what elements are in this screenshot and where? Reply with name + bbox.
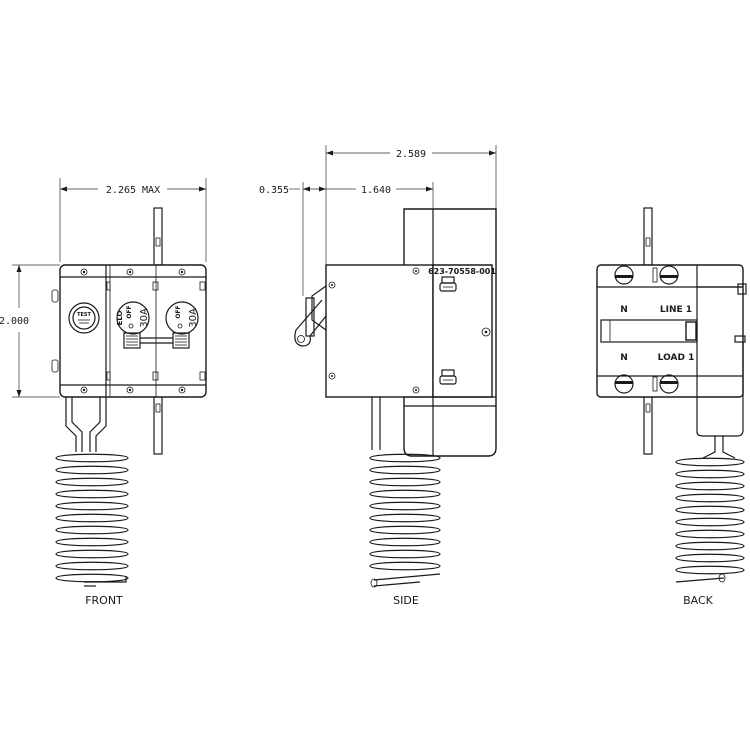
- side-body-label: 1.640: [361, 185, 391, 196]
- front-top-tab: [153, 207, 163, 266]
- switch-right-off-label: OFF: [175, 305, 182, 318]
- side-coiled-cord: [369, 453, 441, 588]
- back-line-label: LINE 1: [660, 305, 692, 315]
- back-view: N LINE 1 N LOAD 1 BACK: [596, 207, 747, 607]
- back-caption: BACK: [683, 594, 714, 607]
- back-terminal-screws-top: [614, 265, 679, 285]
- front-switch-left: ELO OFF 30A: [116, 301, 150, 349]
- side-toggle-lever: [294, 285, 327, 347]
- test-button-label: TEST: [77, 312, 91, 318]
- front-caption: FRONT: [85, 594, 123, 607]
- switch-right-rating: 30A: [188, 308, 199, 328]
- front-width-dimension: 2.265 MAX: [59, 178, 207, 262]
- front-screws: [80, 268, 186, 394]
- front-cable-bracket: [65, 397, 77, 452]
- switch-left-rating: 30A: [139, 308, 150, 328]
- front-bottom-tab: [153, 396, 163, 455]
- back-cable-duct: [696, 342, 744, 437]
- front-width-label: 2.265 MAX: [106, 185, 160, 196]
- side-view: 2.589 0.355 1.640: [259, 145, 497, 607]
- back-bottom-tab: [643, 396, 653, 455]
- side-part-number: 623-70558-001: [428, 267, 496, 276]
- back-load-label: LOAD 1: [658, 353, 695, 363]
- side-offset-dimension: 0.355: [259, 182, 326, 296]
- front-height-dimension: 2.000: [0, 264, 60, 398]
- front-switch-right: OFF 30A: [165, 301, 199, 349]
- side-total-label: 2.589: [396, 149, 426, 160]
- side-total-dimension: 2.589: [325, 145, 497, 265]
- front-height-label: 2.000: [0, 316, 29, 327]
- side-offset-label: 0.355: [259, 185, 289, 196]
- side-caption: SIDE: [393, 594, 419, 607]
- back-n-top-label: N: [620, 305, 628, 315]
- side-terminal-screws: [439, 276, 457, 385]
- front-view: 2.265 MAX 2.000: [0, 178, 207, 607]
- front-test-button: TEST: [68, 302, 100, 334]
- back-center-bar: [600, 319, 698, 343]
- switch-left-off-label: OFF: [126, 305, 133, 318]
- front-body: [59, 264, 207, 398]
- back-n-bottom-label: N: [620, 353, 628, 363]
- front-coiled-cord: [55, 453, 129, 587]
- back-top-tab: [643, 207, 653, 266]
- side-front-body: [325, 264, 434, 398]
- back-coiled-cord: [675, 457, 745, 583]
- side-body-screws: [328, 267, 491, 394]
- switch-left-side-label: ELO: [116, 310, 124, 325]
- back-terminal-screws-bottom: [614, 374, 679, 394]
- back-body: [596, 264, 744, 398]
